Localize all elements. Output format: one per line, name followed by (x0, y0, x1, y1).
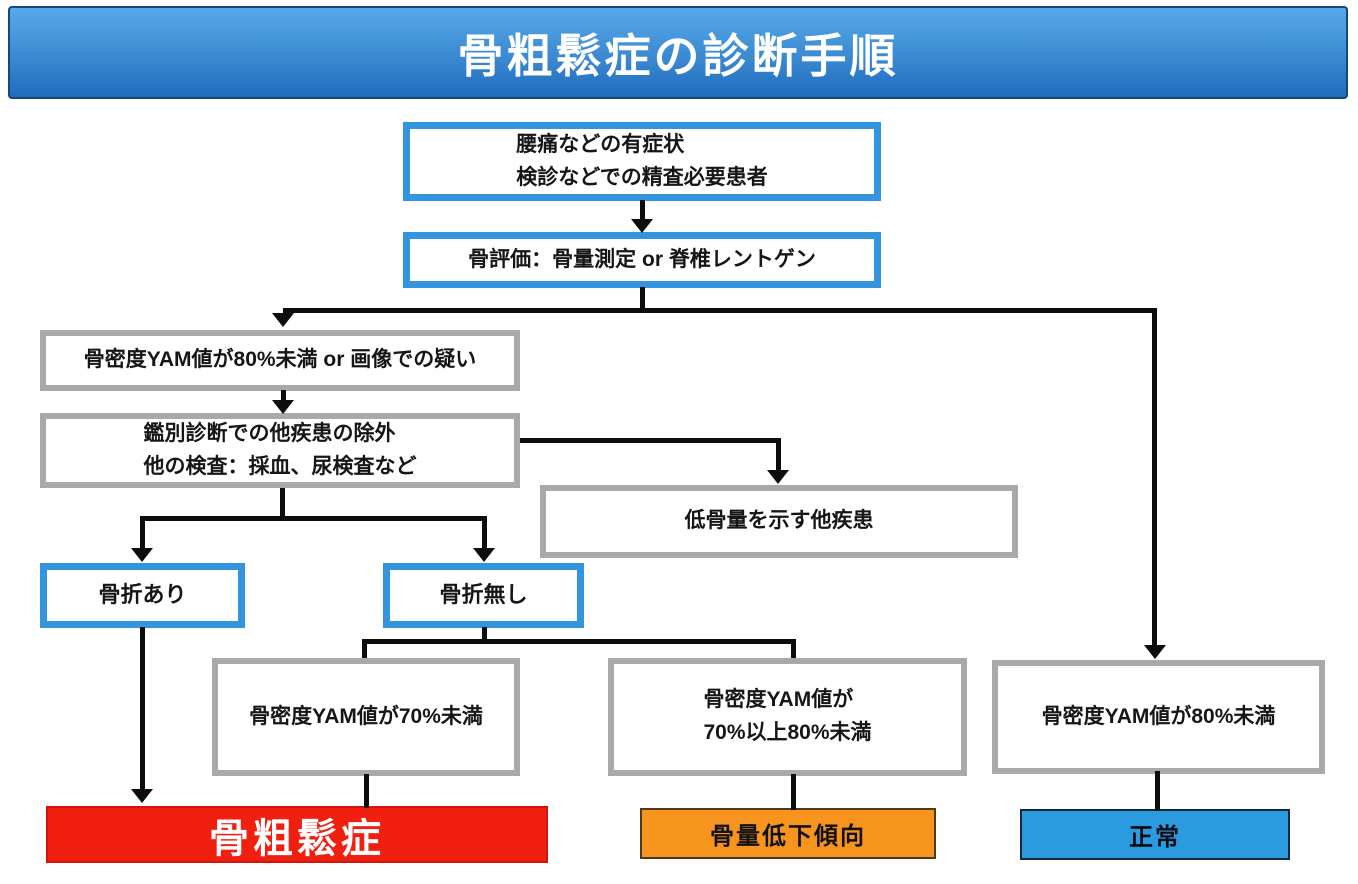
arrowhead-into-other-disease (767, 470, 789, 484)
connector-fracture-branch-rail (140, 516, 487, 521)
connector-yam80right-normal (1155, 771, 1160, 811)
node-fracture-absent: 骨折無し (383, 563, 584, 628)
node-symptomatic-patients: 腰痛などの有症状 検診などでの精査必要患者 (403, 122, 881, 201)
connector-yam70-osteoporosis (364, 774, 369, 808)
connector-differential-other-h (520, 438, 780, 443)
connector-fracture-yes-osteoporosis (140, 627, 145, 790)
arrowhead-into-fracture-yes (131, 548, 153, 562)
arrowhead-into-assessment (631, 219, 653, 233)
connector-differential-other-v (776, 438, 781, 471)
node-differential-diagnosis: 鑑別診断での他疾患の除外 他の検査：採血、尿検査など (40, 413, 520, 488)
node-other-disease-low-bone-mass: 低骨量を示す他疾患 (540, 485, 1018, 558)
node-yam-70-to-80-text: 骨密度YAM値が 70%以上80%未満 (703, 688, 872, 744)
connector-yam80-differential (281, 390, 286, 402)
diagram-title-banner: 骨粗鬆症の診断手順 (8, 6, 1348, 99)
connector-symptom-assessment (640, 200, 645, 221)
result-low-bone-mass-tendency: 骨量低下傾向 (640, 808, 936, 859)
connector-yam-branch-rail (362, 639, 796, 644)
arrowhead-into-osteoporosis (131, 789, 153, 803)
arrowhead-into-yam-under80-right (1144, 645, 1166, 659)
result-normal: 正常 (1020, 809, 1290, 860)
diagram-title: 骨粗鬆症の診断手順 (457, 29, 899, 82)
node-yam-under80-right: 骨密度YAM値が80%未満 (992, 660, 1325, 774)
arrowhead-into-differential (272, 400, 294, 414)
node-bone-assessment: 骨評価：骨量測定 or 脊椎レントゲン (403, 232, 881, 288)
arrowhead-into-fracture-no (473, 548, 495, 562)
connector-differential-stem (280, 488, 285, 519)
node-symptomatic-patients-text: 腰痛などの有症状 検診などでの精査必要患者 (516, 132, 768, 189)
node-fracture-present: 骨折あり (40, 563, 245, 628)
node-differential-diagnosis-text: 鑑別診断での他疾患の除外 他の検査：採血、尿検査など (143, 421, 417, 478)
arrowhead-into-yam-under80 (272, 313, 294, 327)
connector-to-yam-70-80 (791, 639, 796, 658)
connector-top-branch-rail (283, 308, 1157, 313)
node-yam-under80-or-imaging: 骨密度YAM値が80%未満 or 画像での疑い (40, 330, 520, 391)
connector-assessment-stem (640, 287, 645, 310)
node-yam-under70: 骨密度YAM値が70%未満 (212, 658, 520, 776)
connector-right-column-drop (1152, 308, 1157, 645)
connector-yam7080-lowbone (791, 774, 796, 810)
node-yam-70-to-80: 骨密度YAM値が 70%以上80%未満 (608, 658, 967, 776)
connector-to-fracture-no (482, 516, 487, 549)
connector-to-fracture-yes (140, 516, 145, 549)
connector-fracture-no-stem (482, 627, 487, 642)
connector-to-yam-under70 (362, 639, 367, 658)
result-osteoporosis: 骨粗鬆症 (46, 806, 548, 863)
